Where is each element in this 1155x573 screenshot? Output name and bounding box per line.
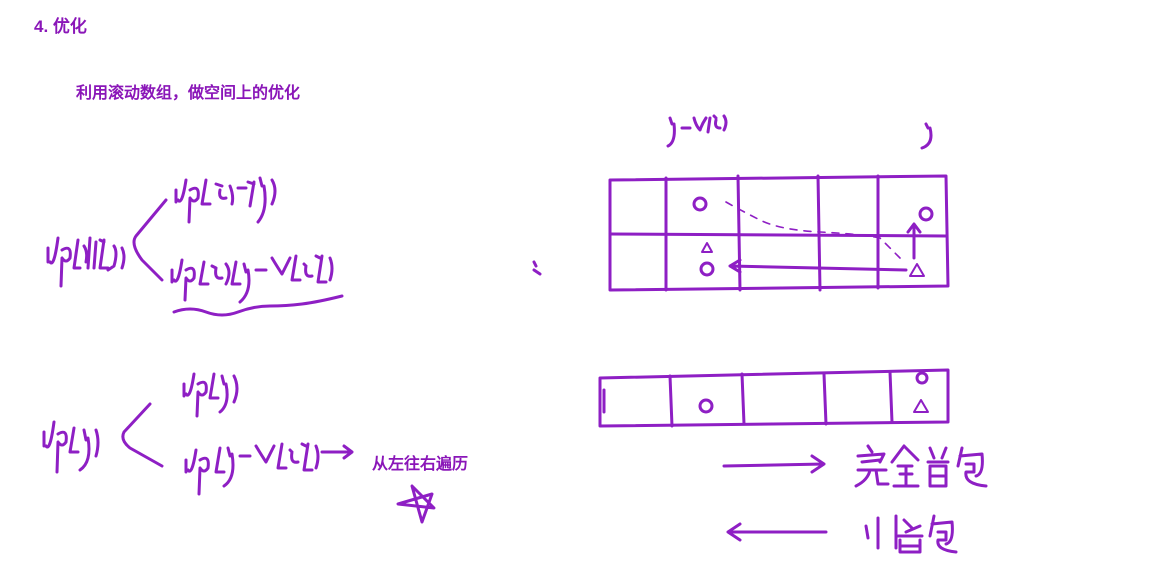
direction-notes <box>722 444 988 554</box>
circle-marker-array-mid <box>698 398 714 414</box>
traverse-direction-note: 从左往右遍历 <box>372 456 469 473</box>
triangle-marker-right <box>909 263 925 277</box>
handwriting-complete-knapsack <box>854 444 988 488</box>
handwriting-01-knapsack <box>864 514 958 554</box>
table-column-lines <box>664 174 880 292</box>
branch-bracket-2d <box>132 198 168 282</box>
array-outline <box>598 368 950 428</box>
label-i <box>532 260 542 276</box>
star-icon <box>396 484 436 524</box>
label-j <box>920 122 933 150</box>
section-heading: 4. 优化 <box>34 17 87 36</box>
handwriting-dp-i-minus-1-j <box>174 176 277 224</box>
table-outline <box>608 174 950 292</box>
dp-table-2d <box>532 114 950 292</box>
table-row-divider <box>608 232 948 238</box>
wavy-underline <box>172 294 344 317</box>
circle-marker-top-right <box>918 206 934 222</box>
triangle-marker-array <box>913 399 929 413</box>
handwriting-dp-j-top <box>182 372 239 418</box>
arrow-right-complete <box>722 454 826 474</box>
handwriting-dp-i-j-minus-v <box>170 254 334 304</box>
recurrence-2d <box>46 176 344 317</box>
arrow-up-dependency <box>906 222 922 260</box>
recurrence-1d <box>42 372 436 524</box>
circle-marker-prev-row <box>692 196 708 212</box>
circle-marker-array-top <box>915 371 929 385</box>
handwriting-dp-j <box>42 420 100 474</box>
arrow-left-01 <box>726 522 828 542</box>
handwriting-dp-i-j <box>46 236 126 288</box>
section-subtitle: 利用滚动数组，做空间上的优化 <box>76 85 301 102</box>
array-column-lines <box>602 370 894 428</box>
arrow-left-dependency <box>728 258 908 274</box>
dashed-dependency-line <box>725 201 901 259</box>
circle-marker-mid <box>699 261 715 277</box>
label-j-minus-v <box>666 114 728 148</box>
handwriting-dp-j-minus-v <box>184 442 320 496</box>
triangle-marker-mid <box>701 242 713 253</box>
branch-bracket-1d <box>121 402 164 468</box>
dp-array-1d <box>598 368 950 428</box>
arrow-right-small <box>320 444 354 460</box>
